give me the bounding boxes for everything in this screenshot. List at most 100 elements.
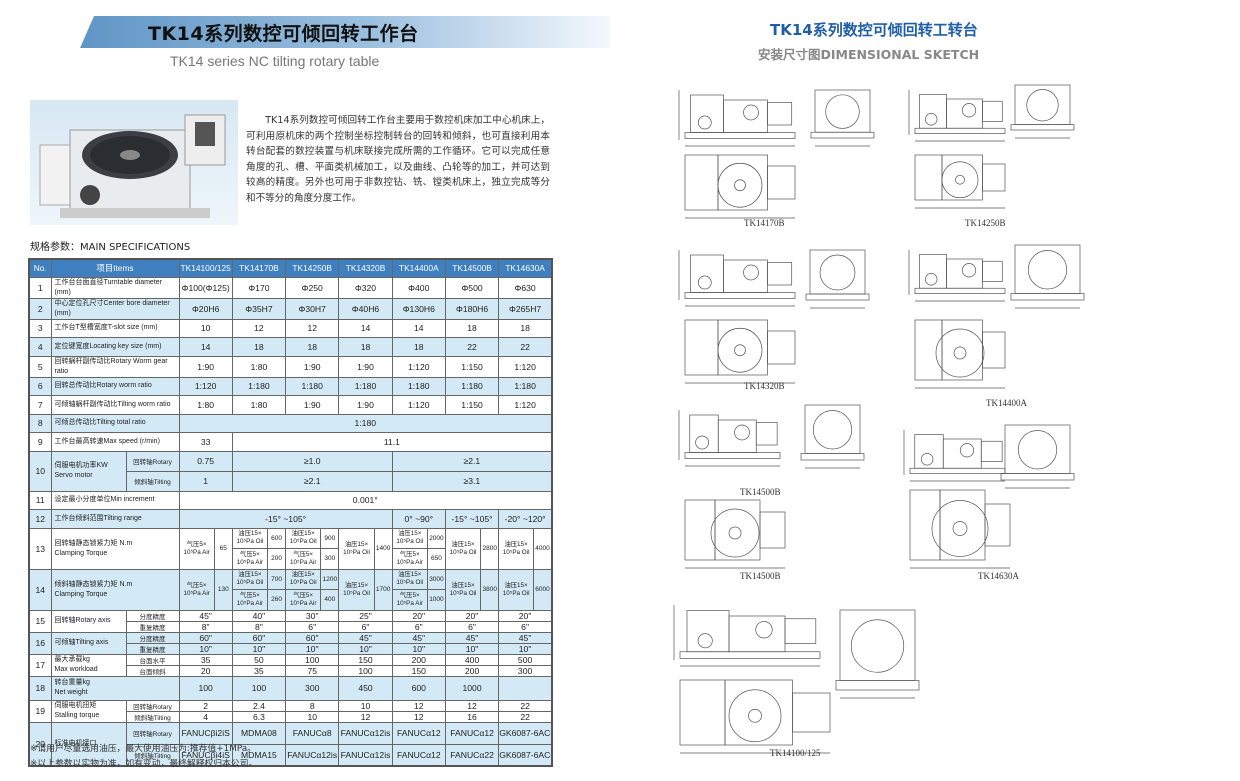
table-cell: 400: [444, 653, 500, 666]
row-sublabel: 分度精度: [125, 631, 180, 644]
clamp-medium: 油压15× 10⁵Pa Oil: [446, 570, 482, 609]
housing-outline: [767, 330, 796, 365]
clamp-value: 650: [430, 555, 442, 563]
table-cell: 22: [444, 337, 500, 357]
table-cell: 1:120: [391, 355, 446, 378]
base-outline: [679, 651, 821, 659]
row-sublabel: 回转轴Rotary: [125, 699, 180, 712]
gear-outline: [961, 103, 977, 118]
table-cell: 10": [231, 642, 287, 655]
body-outline: [942, 438, 982, 469]
drawing-label: TK14320B: [744, 381, 785, 391]
table-cell: 14: [391, 318, 446, 338]
base-outline: [800, 453, 865, 461]
table-cell: 1:150: [444, 355, 500, 378]
clamp-value: 400: [324, 596, 336, 604]
table-cell: 1:150: [444, 395, 500, 415]
table-cell: 100: [178, 675, 233, 701]
table-cell: 10: [178, 318, 233, 338]
clamp-medium: 油压15× 10⁵Pa Oil: [446, 529, 482, 568]
row-sublabel: 重复精度: [125, 642, 180, 655]
table-cell: 12: [391, 699, 446, 712]
body-outline: [717, 419, 757, 453]
row-label: 转台重量kg Net weight: [50, 675, 180, 701]
table-cell: FANUCα12: [444, 721, 500, 745]
clamp-value: 600: [271, 534, 282, 542]
motor-outline: [909, 489, 941, 561]
row-sublabel: 倾斜轴Tilting: [125, 470, 180, 492]
motor-outline: [690, 254, 724, 293]
table-cell: 33: [178, 432, 233, 452]
table-cell: 1:80: [178, 395, 233, 415]
table-cell: 20": [444, 609, 500, 622]
row-label: 回转总传动比Rotary worm ratio: [50, 376, 180, 396]
table-cell: 14: [178, 337, 233, 357]
motor-outline: [914, 154, 943, 201]
intro-text: TK14系列数控可倾回转工作台主要用于数控机床加工中心机床上，可利用原机床的两个…: [246, 115, 550, 204]
table-cell: -20° ~120°: [498, 509, 553, 529]
table-cell: 16: [444, 710, 500, 723]
motor-outline: [914, 319, 943, 381]
table-cell: FANUCα12is: [338, 721, 393, 745]
base-outline: [1010, 293, 1085, 301]
row-number: 2: [28, 297, 52, 320]
table-cell: 8: [285, 699, 340, 712]
table-cell: 1:90: [285, 395, 340, 415]
gear-outline: [743, 104, 759, 121]
table-cell: 45": [498, 631, 553, 644]
table-outline: [819, 254, 856, 291]
table-cell: Φ35H7: [231, 297, 287, 320]
table-cell: 22: [498, 710, 553, 723]
table-cell: Φ265H7: [498, 297, 553, 320]
table-cell: 100: [231, 675, 287, 701]
table-cell: 22: [498, 699, 553, 712]
row-label: 设定最小分度单位Min increment: [50, 490, 180, 510]
row-label: 工作台台面直径Turntable diameter (mm): [50, 276, 180, 299]
clamp-medium: 油压15× 10⁵Pa Oil: [393, 529, 428, 548]
table-cell: 10": [444, 642, 500, 655]
table-cell: 1:180: [285, 376, 340, 396]
row-label: 标准电机接口: [50, 721, 127, 767]
clamp-medium: 油压15× 10⁵Pa Oil: [340, 529, 375, 568]
housing-outline: [982, 260, 1003, 282]
row-number: 4: [28, 337, 52, 357]
table-cell: 14: [338, 318, 393, 338]
table-cell: 1:90: [178, 355, 233, 378]
table-outline: [710, 508, 760, 558]
clamp-medium: 油压15× 10⁵Pa Oil: [500, 570, 534, 609]
table-cell: 40": [231, 609, 287, 622]
row-label: 伺服电机扭矩 Stalling torque: [50, 699, 127, 723]
dimensional-sketches: [673, 84, 1085, 754]
table-cell: 10": [498, 642, 553, 655]
motor-outline: [679, 679, 726, 746]
table-cell: FANUCα8: [285, 721, 340, 745]
row-number: 16: [28, 631, 52, 655]
table-cell: 6": [444, 620, 500, 633]
housing-outline: [759, 511, 786, 549]
clamp-medium: 油压15× 10⁵Pa Oil: [287, 570, 322, 589]
table-cell: 10": [338, 642, 393, 655]
table-cell: 1:120: [498, 355, 553, 378]
row-number: 11: [28, 490, 52, 510]
row-label: 定位键宽度Locating key size (mm): [50, 337, 180, 357]
clamp-medium: 气压5× 10⁵Pa Air: [287, 590, 322, 609]
table-cell: FANUCα12: [391, 743, 446, 767]
table-cell: 22: [498, 337, 553, 357]
row-number: 9: [28, 432, 52, 452]
table-cell: 1:180: [231, 376, 287, 396]
row-sublabel: 台面水平: [125, 653, 180, 666]
clamp-value: 1000: [429, 596, 444, 604]
table-cell: 45": [178, 609, 233, 622]
title-banner: [80, 16, 610, 48]
row-number: 8: [28, 413, 52, 433]
row-sublabel: 回转轴Rotary: [125, 721, 180, 745]
